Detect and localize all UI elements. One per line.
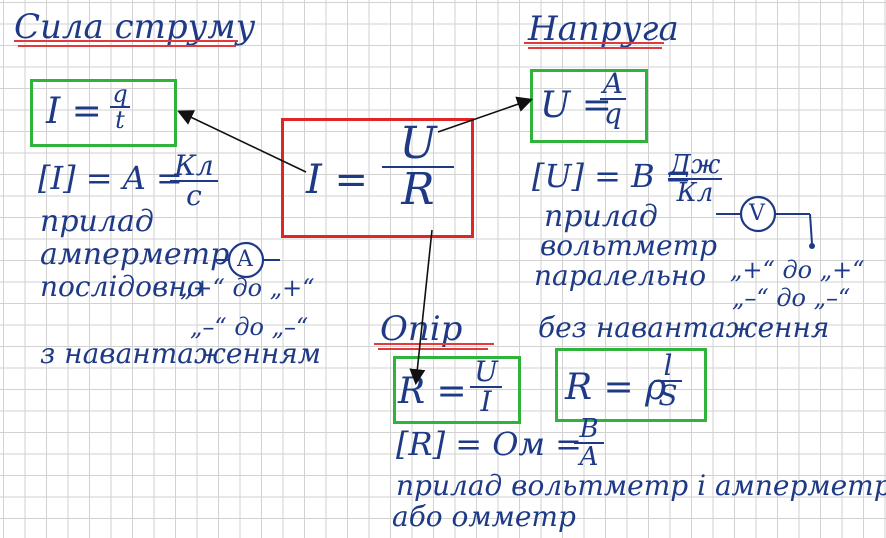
resistance-formula-box xyxy=(393,356,521,424)
resistance-unit-fraction: B A xyxy=(574,416,604,470)
current-title-underline-2 xyxy=(18,45,236,47)
voltmeter-node xyxy=(809,243,815,249)
resistance-device-line2: або омметр xyxy=(392,500,576,533)
ammeter-symbol: A xyxy=(237,247,253,272)
resistance-unit-lhs: [R] = Ом = xyxy=(396,425,582,463)
voltage-unit-fraction: Дж Кл xyxy=(668,152,722,206)
resistance-title-underline xyxy=(374,343,494,345)
fraction-bar xyxy=(654,380,682,382)
voltage-device-label: прилад xyxy=(544,199,658,234)
fraction-bar xyxy=(574,442,604,444)
ohm-law-fraction: U R xyxy=(382,122,454,212)
resistance-formula-num: U xyxy=(474,355,498,388)
current-connection: послідовно xyxy=(40,270,204,303)
current-formula-den: t xyxy=(115,106,125,134)
fraction-bar xyxy=(170,180,218,182)
arrow-to-voltage xyxy=(437,96,534,133)
voltage-formula-den: q xyxy=(604,97,622,130)
current-unit-fraction: Кл с xyxy=(170,152,218,210)
voltmeter-circle xyxy=(739,195,777,233)
fraction-bar xyxy=(600,98,626,100)
voltage-title-underline xyxy=(524,42,664,44)
ohm-law-lhs: I = xyxy=(306,157,369,203)
resistance-unit-den: A xyxy=(579,442,599,472)
resistivity-formula-den: S xyxy=(658,379,678,412)
voltage-device-name: вольтметр xyxy=(540,229,718,262)
current-formula-box xyxy=(30,79,177,147)
current-formula-num: q xyxy=(112,80,128,108)
ohm-law-num: U xyxy=(399,118,437,169)
resistance-device-line1: прилад вольтметр і амперметр xyxy=(396,469,886,502)
resistance-formula-den: I xyxy=(480,385,492,418)
fraction-bar xyxy=(668,178,722,180)
ohm-law-den: R xyxy=(401,164,435,215)
arrow-to-current xyxy=(177,110,307,173)
current-load-note: з навантаженням xyxy=(40,337,322,370)
voltage-unit-lhs: [U] = B = xyxy=(532,157,692,195)
ammeter-circle xyxy=(227,241,265,279)
voltage-formula-num: A xyxy=(602,67,624,100)
resistance-unit-num: B xyxy=(579,414,599,444)
voltage-unit-num: Дж xyxy=(669,150,721,180)
fraction-bar xyxy=(470,386,502,388)
resistivity-formula-fraction: l S xyxy=(654,352,682,410)
voltage-polarity-plus: „+“ до „+“ xyxy=(730,256,865,284)
voltage-formula-lhs: U = xyxy=(540,85,612,126)
current-title-underline xyxy=(14,40,238,42)
current-formula-fraction: q t xyxy=(110,82,130,132)
resistivity-formula-lhs: R = ρ xyxy=(565,367,667,408)
fraction-bar xyxy=(382,166,454,168)
arrow-to-resistance xyxy=(409,229,433,386)
resistivity-formula-num: l xyxy=(663,349,673,382)
voltage-formula-fraction: A q xyxy=(600,70,626,128)
voltmeter-wire-down xyxy=(809,213,813,245)
voltage-polarity-minus: „–“ до „–“ xyxy=(732,284,851,312)
voltage-unit-den: Кл xyxy=(676,178,714,208)
current-device-label: прилад xyxy=(40,204,154,239)
voltage-title: Напруга xyxy=(528,9,679,49)
voltmeter-symbol: V xyxy=(749,201,765,226)
current-device-name: амперметр xyxy=(40,237,230,272)
voltage-title-underline-2 xyxy=(528,47,662,49)
resistivity-formula-box xyxy=(555,348,707,422)
current-formula-lhs: I = xyxy=(46,91,102,132)
current-polarity-plus: „+“ до „+“ xyxy=(180,274,315,302)
current-unit-num: Кл xyxy=(174,149,214,182)
current-title: Сила струму xyxy=(14,7,256,47)
resistance-formula-fraction: U I xyxy=(470,358,502,416)
current-unit-lhs: [I] = A = xyxy=(38,159,183,197)
fraction-bar xyxy=(110,106,130,108)
current-unit-den: с xyxy=(186,179,202,212)
resistance-title-underline-2 xyxy=(378,348,488,350)
ohm-law-box xyxy=(281,118,474,238)
voltage-load-note: без навантаження xyxy=(538,311,830,344)
voltage-connection: паралельно xyxy=(534,259,707,292)
current-polarity-minus: „–“ до „–“ xyxy=(190,313,309,341)
